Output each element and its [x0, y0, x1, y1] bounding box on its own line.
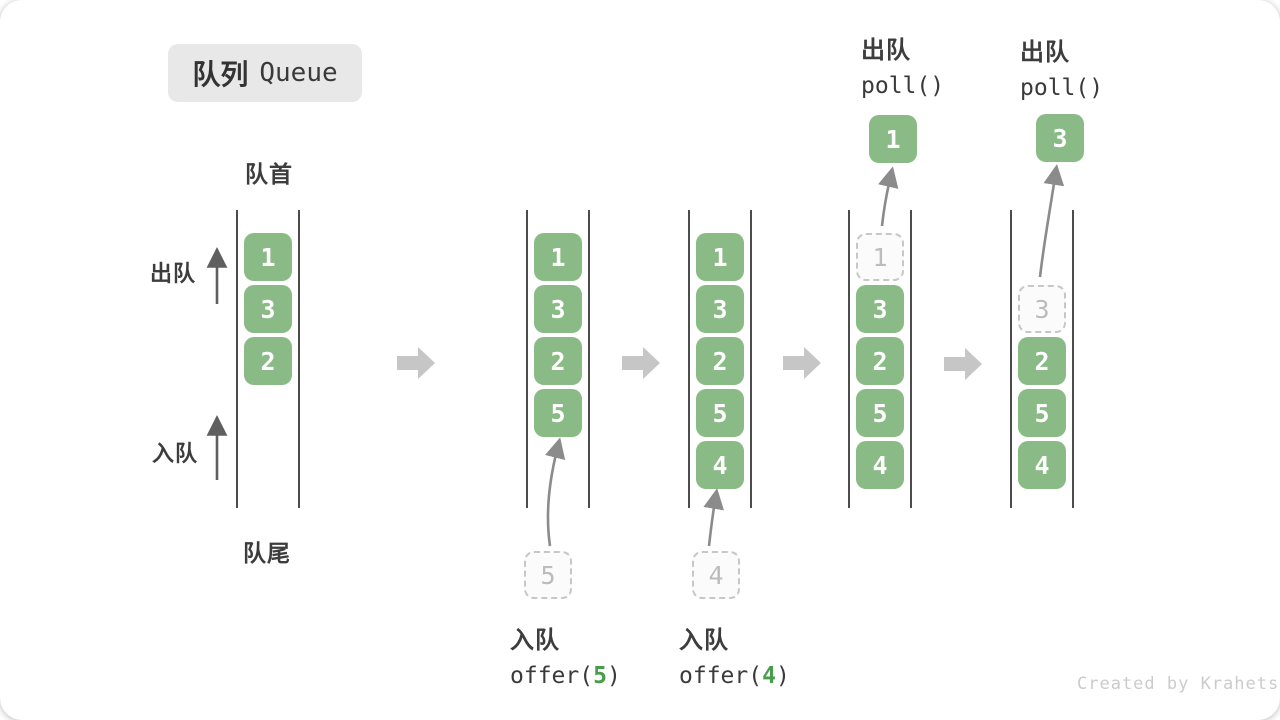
dequeue-arrow-poll2-icon	[1038, 164, 1065, 278]
queue-wall-line	[1010, 210, 1012, 508]
op-poll-1: 出队 poll()	[861, 30, 944, 99]
queue-cell: 2	[244, 337, 292, 385]
queue-cell: 5	[696, 389, 744, 437]
label-queue-front: 队首	[245, 162, 293, 188]
queue-cell-removed-ghost: 3	[1018, 285, 1066, 333]
queue-cell: 5	[534, 389, 582, 437]
queue-wall-line	[1072, 210, 1074, 508]
op-offer-4-code: offer(4)	[679, 663, 790, 689]
label-dequeue-side: 出队	[150, 262, 197, 287]
queue-wall-line	[910, 210, 912, 508]
enqueue-arrow-offer5-icon	[545, 437, 566, 547]
queue-cell: 3	[856, 285, 904, 333]
op-offer-5-code: offer(5)	[510, 663, 621, 689]
step-arrow-icon	[622, 347, 660, 379]
queue-cell: 1	[696, 233, 744, 281]
op-poll-2: 出队 poll()	[1020, 32, 1103, 101]
queue-wall-line	[750, 210, 752, 508]
queue-cell-removed-ghost: 1	[856, 233, 904, 281]
op-poll-2-label: 出队	[1020, 38, 1070, 66]
queue-cell: 4	[856, 441, 904, 489]
label-enqueue-side: 入队	[152, 442, 199, 467]
pending-value-cell: 4	[692, 551, 740, 599]
op-poll-1-code: poll()	[861, 73, 945, 99]
queue-wall-line	[688, 210, 690, 508]
queue-cell: 5	[1018, 389, 1066, 437]
popped-value-cell: 1	[869, 115, 917, 163]
watermark: Created by Krahets	[1077, 674, 1280, 694]
queue-cell: 2	[534, 337, 582, 385]
queue-cell: 1	[534, 233, 582, 281]
op-offer-4: 入队 offer(4)	[679, 620, 790, 689]
step-arrow-icon	[783, 347, 821, 379]
queue-wall-line	[526, 210, 528, 508]
op-poll-2-code: poll()	[1020, 75, 1104, 101]
offer-4-arg: 4	[762, 663, 776, 689]
queue-wall-line	[588, 210, 590, 508]
title-box: 队列 Queue	[168, 44, 362, 102]
step-arrow-icon	[944, 348, 982, 380]
queue-cell: 1	[244, 233, 292, 281]
queue-cell: 3	[244, 285, 292, 333]
queue-cell: 3	[696, 285, 744, 333]
queue-wall-line	[236, 210, 238, 508]
queue-wall-line	[848, 210, 850, 508]
offer-5-arg: 5	[593, 663, 607, 689]
queue-cell: 3	[534, 285, 582, 333]
op-offer-5-label: 入队	[510, 626, 560, 654]
queue-cell: 4	[696, 441, 744, 489]
step-arrow-icon	[397, 347, 435, 379]
queue-wall-line	[298, 210, 300, 508]
dequeue-arrow-poll1-icon	[878, 166, 899, 227]
queue-cell: 4	[1018, 441, 1066, 489]
queue-cell: 2	[1018, 337, 1066, 385]
enqueue-arrow-offer4-icon	[703, 488, 724, 547]
label-queue-rear: 队尾	[243, 541, 291, 567]
pending-value-cell: 5	[524, 551, 572, 599]
queue-cell: 2	[856, 337, 904, 385]
popped-value-cell: 3	[1036, 114, 1084, 162]
queue-cell: 2	[696, 337, 744, 385]
op-offer-4-label: 入队	[679, 626, 729, 654]
title-en: Queue	[259, 58, 338, 88]
title-zh: 队列	[192, 58, 249, 91]
op-offer-5: 入队 offer(5)	[510, 620, 621, 689]
queue-cell: 5	[856, 389, 904, 437]
op-poll-1-label: 出队	[861, 36, 911, 64]
